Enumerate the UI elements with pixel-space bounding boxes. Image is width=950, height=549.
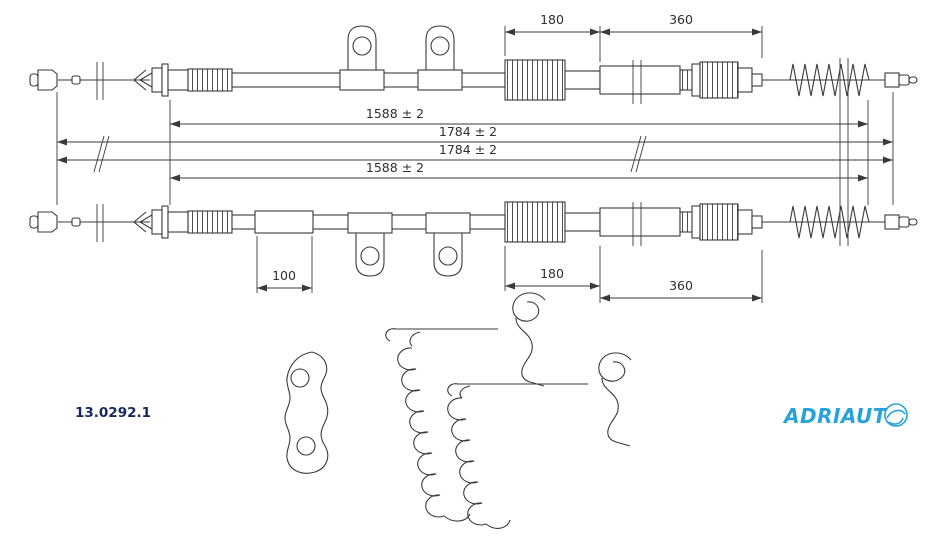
upper-connector-tube — [564, 70, 601, 90]
lower-protective-sleeve — [254, 210, 314, 234]
lower-ribbed-sleeve — [187, 210, 233, 234]
upper-right-end-fitting — [679, 61, 763, 99]
coil-spring-2 — [447, 397, 511, 529]
lower-cable-assembly — [29, 201, 918, 277]
bracket-hole — [430, 36, 450, 56]
brand-name: ADRIAUTO — [782, 404, 904, 428]
upper-cable-end — [884, 72, 918, 88]
dimension-1784-lower: 1784 ± 2 — [57, 142, 893, 164]
upper-mounting-bracket-1 — [339, 25, 385, 91]
upper-guide-tube — [599, 65, 681, 95]
lower-guide-tube — [599, 207, 681, 237]
upper-adjuster-section — [504, 59, 566, 101]
upper-cable-bead — [71, 75, 81, 85]
backing-plate-bracket — [284, 351, 329, 474]
upper-return-spring — [789, 63, 870, 97]
dim-label-top-180: 180 — [540, 12, 564, 27]
part-number: 13.0292.1 — [75, 405, 151, 421]
upper-ribbed-sleeve — [187, 68, 233, 92]
dim-label-upper-1784: 1784 ± 2 — [439, 124, 497, 139]
dimension-100-bottom: 100 — [256, 236, 313, 293]
plate-hole-bottom — [296, 436, 316, 456]
spring-2-top-hook — [459, 385, 471, 399]
lower-return-spring — [789, 205, 870, 239]
lower-left-end-fitting — [29, 211, 58, 233]
dimension-1588-upper: 1588 ± 2 — [169, 100, 869, 205]
upper-cable-assembly — [29, 25, 918, 101]
dimension-1588-lower: 1588 ± 2 — [170, 160, 868, 182]
bracket-hole — [352, 36, 372, 56]
dim-label-lower-1588: 1588 ± 2 — [366, 160, 424, 175]
lower-adjuster-section — [504, 201, 566, 243]
dimension-180-top: 180 — [504, 12, 601, 62]
coil-spring-1 — [397, 347, 471, 522]
bracket-hole — [360, 246, 380, 266]
lower-cable-end — [884, 214, 918, 230]
dim-label-lower-1784: 1784 ± 2 — [439, 142, 497, 157]
upper-left-end-fitting — [29, 69, 58, 91]
dimension-annotations: 180 360 1588 ± 2 1784 ± 2 1 — [56, 12, 894, 303]
lower-mounting-bracket-1 — [347, 212, 393, 277]
dimension-360-bottom: 360 — [600, 250, 763, 303]
dim-label-upper-1588: 1588 ± 2 — [366, 106, 424, 121]
hardware-kit — [284, 292, 632, 529]
upper-mounting-bracket-2 — [417, 25, 463, 91]
dimension-1784-upper: 1784 ± 2 — [56, 92, 894, 205]
bracket-hole — [438, 246, 458, 266]
dimension-180-bottom: 180 — [504, 246, 601, 303]
dim-label-bottom-360: 360 — [669, 278, 693, 293]
lower-connector-tube — [564, 212, 601, 232]
dim-label-bottom-100: 100 — [272, 268, 296, 283]
retainer-rod-2 — [447, 383, 588, 397]
plate-hole-top — [290, 368, 310, 388]
dim-label-bottom-180: 180 — [540, 266, 564, 281]
dimension-360-top: 360 — [600, 12, 763, 58]
retaining-clip-2 — [598, 352, 632, 447]
retaining-clip-1 — [512, 292, 546, 387]
dim-label-top-360: 360 — [669, 12, 693, 27]
panel-section-lines — [93, 58, 849, 246]
globe-icon — [884, 403, 908, 427]
upper-cable-abutment — [133, 63, 189, 97]
lower-right-end-fitting — [679, 203, 763, 241]
lower-mounting-bracket-2 — [425, 212, 471, 277]
retainer-rod-1 — [385, 328, 498, 342]
lower-cable-bead — [71, 217, 81, 227]
brand-logo: ADRIAUTO — [782, 403, 908, 428]
spring-1-top-hook — [409, 331, 421, 347]
